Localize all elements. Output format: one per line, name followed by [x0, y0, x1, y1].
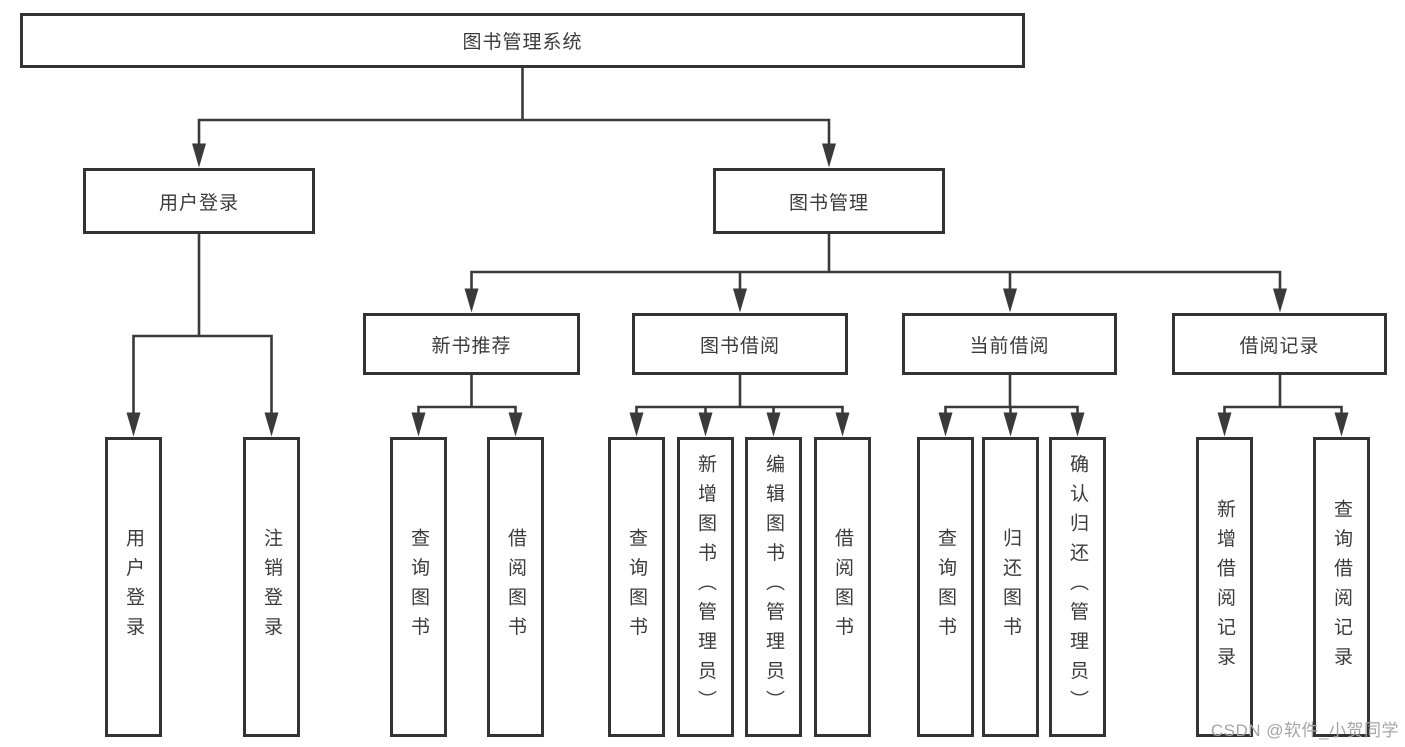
node-label: 当前借阅	[969, 335, 1050, 357]
node-label: 确认归还（管理员）	[1067, 454, 1088, 720]
node-label: 注销登录	[261, 528, 282, 646]
leaf-query-borrow-record: 查询借阅记录	[1313, 437, 1370, 737]
arrow-icon	[192, 143, 206, 168]
node-label: 查询图书	[408, 528, 429, 646]
node-label: 借阅记录	[1239, 335, 1320, 357]
node-label: 用户登录	[158, 192, 239, 214]
arrow-icon	[822, 143, 836, 168]
arrow-icon	[1003, 412, 1018, 437]
leaf-edit-books-admin: 编辑图书（管理员）	[745, 437, 802, 737]
connector-userlogin-bar	[132, 334, 273, 414]
node-label: 新增图书（管理员）	[695, 454, 716, 720]
arrow-icon	[126, 412, 141, 437]
node-user-login: 用户登录	[83, 168, 315, 234]
arrow-icon	[733, 288, 747, 313]
node-current-borrowing: 当前借阅	[902, 313, 1117, 375]
leaf-query-books: 查询图书	[917, 437, 974, 737]
node-label: 归还图书	[1000, 528, 1021, 646]
node-label: 图书管理	[788, 192, 869, 214]
node-label: 借阅图书	[832, 528, 853, 646]
arrow-icon	[464, 288, 479, 313]
arrow-icon	[1273, 288, 1287, 313]
arrow-icon	[1217, 412, 1232, 437]
leaf-logout: 注销登录	[243, 437, 300, 737]
arrow-icon	[629, 412, 644, 437]
arrow-icon	[766, 412, 781, 437]
connector-newbook-bar	[417, 405, 517, 414]
arrow-icon	[508, 412, 523, 437]
node-label: 编辑图书（管理员）	[763, 454, 784, 720]
arrow-icon	[1334, 412, 1349, 437]
node-label: 查询图书	[626, 528, 647, 646]
connector-level2-bar	[197, 118, 831, 146]
leaf-add-borrow-record: 新增借阅记录	[1196, 437, 1253, 737]
node-book-management: 图书管理	[713, 168, 945, 234]
arrow-icon	[698, 412, 713, 437]
arrow-icon	[411, 412, 426, 437]
node-label: 新书推荐	[431, 335, 512, 357]
node-book-borrowing: 图书借阅	[632, 313, 848, 375]
leaf-query-books: 查询图书	[608, 437, 665, 737]
leaf-confirm-return-admin: 确认归还（管理员）	[1049, 437, 1106, 737]
arrowheads	[126, 143, 1349, 437]
leaf-borrow-books: 借阅图书	[487, 437, 544, 737]
leaf-borrow-books: 借阅图书	[814, 437, 871, 737]
node-label: 查询图书	[935, 528, 956, 646]
node-library-management-system: 图书管理系统	[20, 13, 1025, 68]
csdn-watermark: CSDN @软件_小贺同学	[1210, 721, 1399, 740]
leaf-return-books: 归还图书	[982, 437, 1039, 737]
node-label: 用户登录	[123, 528, 144, 646]
arrow-icon	[264, 412, 279, 437]
leaf-add-books-admin: 新增图书（管理员）	[677, 437, 734, 737]
node-new-book-recommendation: 新书推荐	[363, 313, 580, 375]
node-label: 图书管理系统	[462, 32, 583, 53]
node-label: 图书借阅	[699, 335, 780, 357]
connector-borrowrec-bar	[1223, 405, 1343, 414]
node-label: 查询借阅记录	[1331, 498, 1352, 676]
leaf-user-login: 用户登录	[105, 437, 162, 737]
node-borrowing-records: 借阅记录	[1172, 313, 1387, 375]
connector-level3-bar	[470, 270, 1282, 290]
arrow-icon	[835, 412, 850, 437]
connector-bookborrow-bar	[635, 405, 844, 414]
leaf-query-books: 查询图书	[390, 437, 447, 737]
node-label: 新增借阅记录	[1214, 498, 1235, 676]
arrow-icon	[1070, 412, 1085, 437]
arrow-icon	[1003, 288, 1017, 313]
arrow-icon	[938, 412, 953, 437]
node-label: 借阅图书	[505, 528, 526, 646]
